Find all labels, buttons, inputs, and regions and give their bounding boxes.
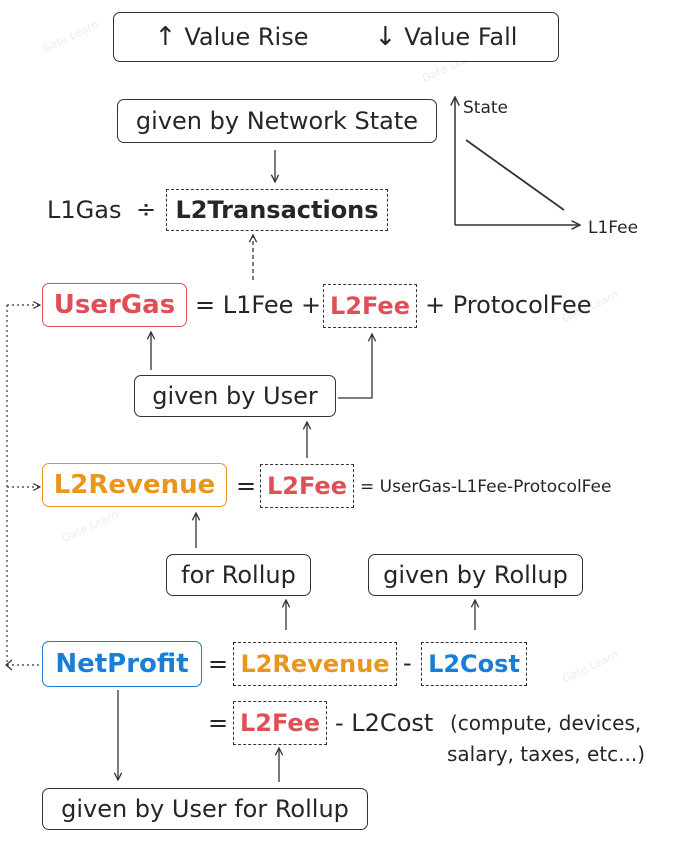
l2fee-label-row3: L2Fee bbox=[267, 472, 347, 500]
for-rollup-label: for Rollup bbox=[181, 561, 296, 589]
given-by-network-state-box: given by Network State bbox=[117, 99, 437, 143]
eq-row6: = bbox=[208, 709, 229, 737]
l2fee-box-row6: L2Fee bbox=[233, 701, 327, 745]
l2fee-label-row6: L2Fee bbox=[240, 709, 320, 737]
legend-fall: Value Fall bbox=[404, 23, 518, 51]
l2fee-box-row3: L2Fee bbox=[260, 464, 354, 508]
given-by-user-label: given by User bbox=[152, 382, 318, 410]
plus-protocolfee: + ProtocolFee bbox=[425, 291, 592, 319]
eq-l1fee-plus: = L1Fee + bbox=[195, 291, 322, 319]
for-rollup-box: for Rollup bbox=[166, 554, 311, 596]
arrow-down-icon: ↓ bbox=[374, 22, 397, 52]
usergas-box: UserGas bbox=[42, 283, 187, 327]
cost-note-line2: salary, taxes, etc...) bbox=[447, 742, 646, 766]
cost-note-line1: (compute, devices, bbox=[450, 711, 642, 735]
minus-l2cost: - L2Cost bbox=[335, 709, 434, 737]
given-by-rollup-box: given by Rollup bbox=[368, 554, 583, 596]
given-by-user-box: given by User bbox=[134, 375, 336, 417]
graph-y-label: State bbox=[463, 98, 508, 118]
given-by-user-for-rollup-label: given by User for Rollup bbox=[61, 795, 349, 823]
given-by-network-state-label: given by Network State bbox=[135, 107, 419, 135]
l2revenue-box-row5: L2Revenue bbox=[233, 642, 397, 686]
netprofit-label: NetProfit bbox=[55, 649, 189, 679]
l2cost-label: L2Cost bbox=[428, 650, 520, 678]
l2fee-label-row2: L2Fee bbox=[330, 292, 410, 320]
l2revenue-formula: = UserGas-L1Fee-ProtocolFee bbox=[360, 477, 612, 497]
loop-arrowhead bbox=[5, 659, 13, 671]
divide-sign: ÷ bbox=[136, 195, 157, 223]
graph-x-label: L1Fee bbox=[588, 218, 639, 238]
eq-row5: = bbox=[208, 650, 229, 678]
l2transactions-box: L2Transactions bbox=[166, 189, 388, 231]
legend-box: ↑ Value Rise ↓ Value Fall bbox=[113, 12, 559, 62]
l2revenue-label: L2Revenue bbox=[53, 470, 216, 500]
l2cost-box: L2Cost bbox=[421, 642, 527, 686]
usergas-label: UserGas bbox=[53, 290, 176, 320]
l2revenue-label-row5: L2Revenue bbox=[240, 650, 390, 678]
l1gas-label: L1Gas bbox=[47, 196, 122, 224]
arrow-up-icon: ↑ bbox=[154, 22, 177, 52]
l2fee-box-row2: L2Fee bbox=[323, 284, 417, 328]
netprofit-box: NetProfit bbox=[42, 641, 202, 687]
l2revenue-box: L2Revenue bbox=[42, 463, 227, 507]
eq-row3: = bbox=[236, 472, 257, 500]
given-by-rollup-label: given by Rollup bbox=[383, 561, 568, 589]
minus-row5: - bbox=[403, 649, 412, 677]
legend-rise: Value Rise bbox=[184, 23, 309, 51]
l2transactions-label: L2Transactions bbox=[175, 196, 379, 224]
given-by-user-for-rollup-box: given by User for Rollup bbox=[42, 788, 368, 830]
